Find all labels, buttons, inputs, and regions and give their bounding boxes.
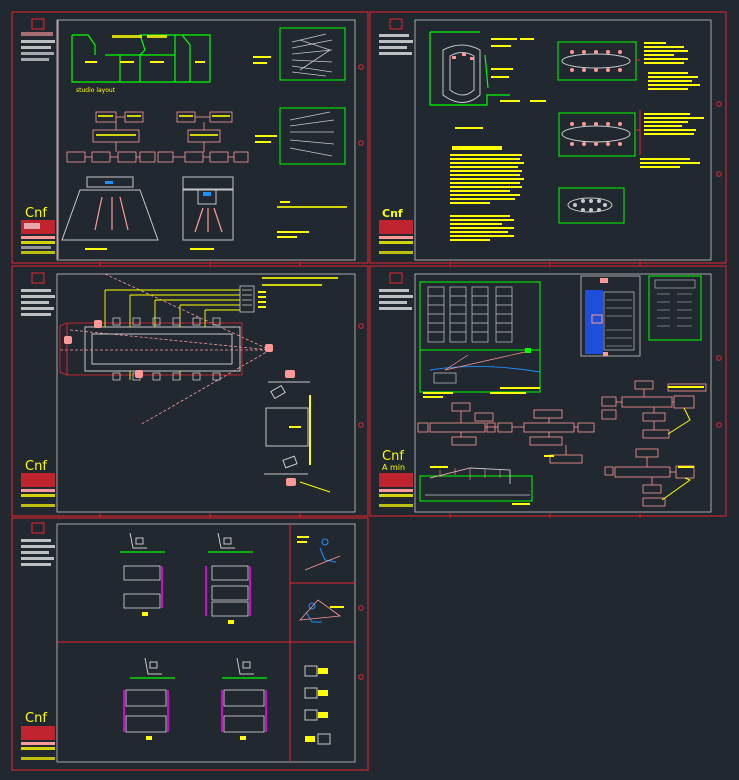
camera-icon xyxy=(64,320,296,486)
logo-text: Cnf xyxy=(382,449,404,464)
studio-layout xyxy=(71,34,211,83)
classroom-plan xyxy=(419,281,541,393)
sheet-3: Cnf xyxy=(21,272,356,513)
person-icon xyxy=(305,538,337,623)
yellow-cable-lines xyxy=(104,289,240,380)
desk-plan xyxy=(123,565,265,733)
stage-arrows xyxy=(94,196,129,231)
logo-text: Cnf xyxy=(25,459,47,474)
sheet-1: Cnf studio layout xyxy=(21,18,356,261)
stage-layout-right xyxy=(182,176,234,241)
chair-icon xyxy=(129,532,254,675)
border-markers xyxy=(358,64,722,680)
theater-section-top xyxy=(279,27,346,81)
chairs-row xyxy=(112,317,221,381)
flow-chart-right xyxy=(601,380,707,507)
camera-sightlines xyxy=(60,273,271,426)
studio-layout-label: studio layout xyxy=(76,87,116,94)
theater-section-bottom xyxy=(279,107,346,165)
sheet-2: Cnf xyxy=(379,18,712,261)
stage-layout-left xyxy=(61,176,159,241)
logo-subtext: A min xyxy=(382,463,405,472)
monitor-icon xyxy=(304,665,331,745)
blue-room xyxy=(580,275,641,357)
spec-text-block xyxy=(450,146,524,241)
newsroom-plan xyxy=(429,31,510,106)
org-chart xyxy=(66,111,249,163)
sheet-5: Cnf xyxy=(21,522,356,763)
studio-table xyxy=(84,326,241,372)
border-ticks xyxy=(99,260,641,518)
sheet-frames xyxy=(11,11,727,771)
logo-text: Cnf xyxy=(25,711,47,726)
small-classroom xyxy=(648,275,702,341)
title-block-footer xyxy=(21,220,55,254)
sound-diagram xyxy=(419,475,533,502)
logo-text: Cnf xyxy=(25,206,47,221)
conference-table-1 xyxy=(557,41,637,224)
title-block-header xyxy=(21,18,55,61)
sheet-4: Cnf A min xyxy=(379,272,712,513)
flow-chart-left xyxy=(417,402,595,464)
logo-text: Cnf xyxy=(382,207,403,220)
